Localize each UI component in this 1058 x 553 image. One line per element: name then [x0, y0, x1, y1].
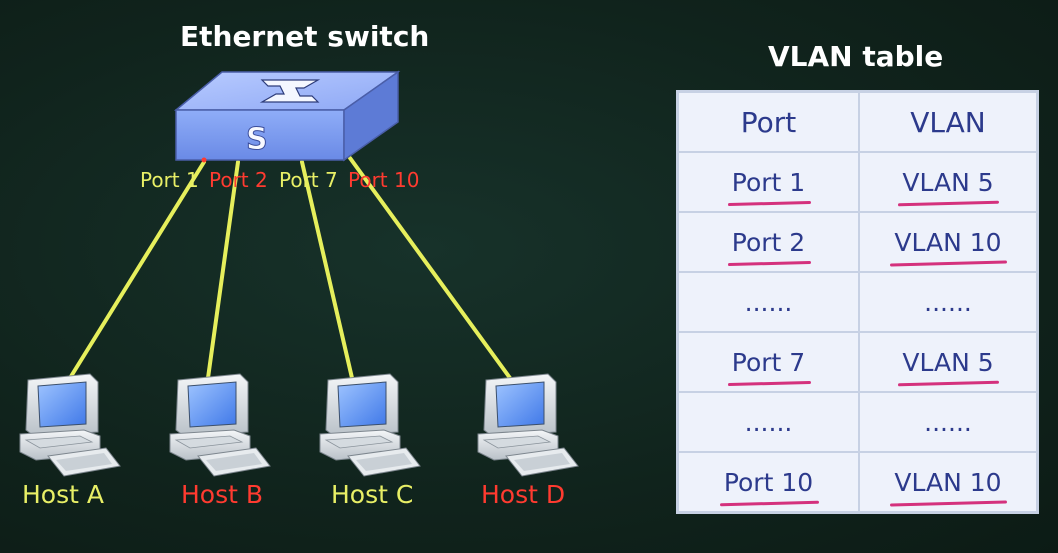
host-label: Host D [481, 480, 566, 509]
vlan-value: VLAN 5 [902, 347, 994, 377]
host-label: Host B [181, 480, 264, 509]
computer-icon [169, 373, 271, 477]
computer-icon [19, 373, 121, 477]
port-value: Port 7 [731, 347, 806, 377]
port-label: Port 10 [348, 168, 420, 192]
vlan-table-title: VLAN table [768, 40, 944, 73]
table-cell-vlan: VLAN 5 [859, 152, 1037, 212]
table-cell-vlan: VLAN 5 [859, 332, 1037, 392]
port-label: Port 2 [209, 168, 268, 192]
computer-icon [319, 373, 421, 477]
link-lines [68, 156, 512, 380]
vlan-value: VLAN 10 [894, 467, 1002, 497]
vlan-value: ...... [924, 407, 972, 437]
link-port2-hostB [206, 160, 240, 380]
port-value: Port 10 [723, 467, 814, 497]
port-value: ...... [744, 407, 793, 437]
table-cell-vlan: ...... [859, 272, 1037, 332]
table-cell-vlan: VLAN 10 [859, 452, 1037, 512]
computer-icon [477, 373, 579, 477]
host-label: Host C [331, 480, 414, 509]
switch-icon: S [173, 70, 401, 163]
vlan-value: VLAN 5 [902, 167, 994, 197]
port-label: Port 7 [279, 168, 338, 192]
host-label: Host A [22, 480, 104, 509]
port-value: Port 1 [731, 167, 806, 197]
table-cell-port: Port 1 [678, 152, 859, 212]
table-header-cell: VLAN [859, 92, 1037, 152]
port-value: ...... [744, 287, 793, 317]
table-cell-port: Port 7 [678, 332, 859, 392]
table-cell-vlan: ...... [859, 392, 1037, 452]
link-port10-hostD [348, 156, 512, 380]
table-cell-port: Port 2 [678, 212, 859, 272]
table-cell-vlan: VLAN 10 [859, 212, 1037, 272]
table-cell-port: ...... [678, 392, 859, 452]
link-port7-hostC [300, 160, 354, 380]
table-cell-port: ...... [678, 272, 859, 332]
table-cell-port: Port 10 [678, 452, 859, 512]
link-port1-hostA [68, 160, 206, 380]
table-header-label: VLAN [910, 105, 986, 139]
vlan-table: Port VLAN Port 1 VLAN 5 Port 2 VLAN 10 .… [676, 90, 1039, 514]
vlan-value: VLAN 10 [894, 227, 1002, 257]
svg-text:S: S [246, 122, 268, 157]
vlan-value: ...... [924, 287, 972, 317]
switch-title: Ethernet switch [180, 20, 430, 53]
port-label: Port 1 [140, 168, 199, 192]
table-header-label: Port [740, 105, 797, 139]
port-value: Port 2 [731, 227, 806, 257]
table-header-cell: Port [678, 92, 859, 152]
